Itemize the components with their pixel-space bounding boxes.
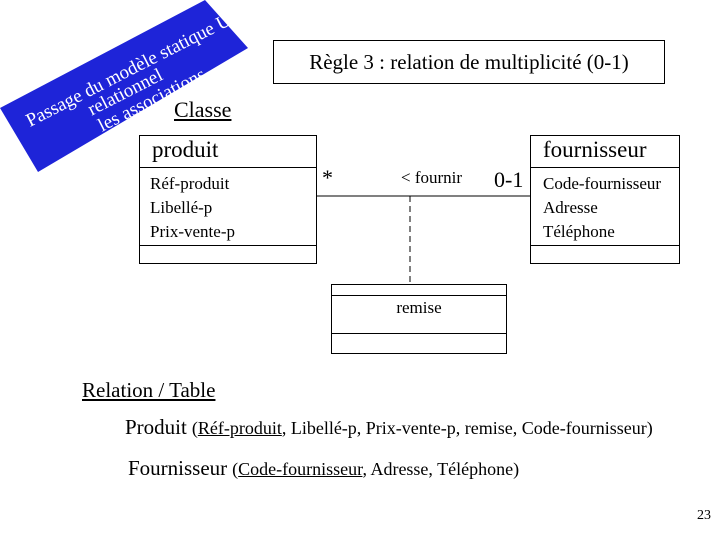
class-fournisseur-attributes: Code-fournisseur Adresse Téléphone (531, 168, 679, 246)
attribute-code-fournisseur: Code-fournisseur (543, 174, 662, 193)
multiplicity-produit: * (322, 165, 333, 190)
class-remise-name: remise (332, 296, 506, 334)
attribute-prix-vente-p: Prix-vente-p (150, 222, 235, 241)
relation-fournisseur-name: Fournisseur (128, 456, 228, 480)
class-produit-attributes: Réf-produit Libellé-p Prix-vente-p (140, 168, 316, 246)
multiplicity-fournisseur: 0-1 (494, 167, 524, 193)
relation-fournisseur-key: Code-fournisseur (238, 459, 363, 479)
relation-title: Relation / Table (82, 378, 216, 402)
classe-label: Classe (174, 97, 232, 122)
relation-produit-key: Réf-produit (197, 418, 282, 438)
banner-line-1: Passage du modèle statique UML au (23, 0, 280, 131)
class-produit: produit Réf-produit Libellé-p Prix-vente… (139, 135, 317, 264)
relation-produit-open: ( (191, 418, 198, 438)
rule-title: Règle 3 : relation de multiplicité (0-1) (309, 49, 629, 74)
attribute-telephone: Téléphone (543, 222, 615, 241)
attribute-adresse: Adresse (543, 198, 598, 217)
relation-produit-attributes: , Libellé-p, Prix-vente-p, remise, Code-… (281, 418, 653, 438)
rule-title-box: Règle 3 : relation de multiplicité (0-1) (273, 40, 665, 84)
class-produit-name: produit (140, 136, 316, 168)
attribute-ref-produit: Réf-produit (150, 174, 230, 193)
attribute-libelle-p: Libellé-p (150, 198, 213, 217)
class-fournisseur-name: fournisseur (531, 136, 679, 168)
class-remise: remise (331, 284, 507, 354)
banner-line-2: relationnel (84, 65, 166, 121)
relation-fournisseur-open: ( (232, 459, 239, 479)
class-fournisseur: fournisseur Code-fournisseur Adresse Tél… (530, 135, 680, 264)
association-name: < fournir (399, 168, 465, 188)
class-remise-top (332, 285, 506, 296)
page-number: 23 (697, 508, 711, 523)
relation-produit-name: Produit (125, 415, 187, 439)
relation-fournisseur-attributes: , Adresse, Téléphone) (362, 459, 520, 479)
relation-produit: Produit (Réf-produit, Libellé-p, Prix-ve… (125, 415, 653, 440)
relation-fournisseur: Fournisseur (Code-fournisseur, Adresse, … (128, 456, 519, 481)
